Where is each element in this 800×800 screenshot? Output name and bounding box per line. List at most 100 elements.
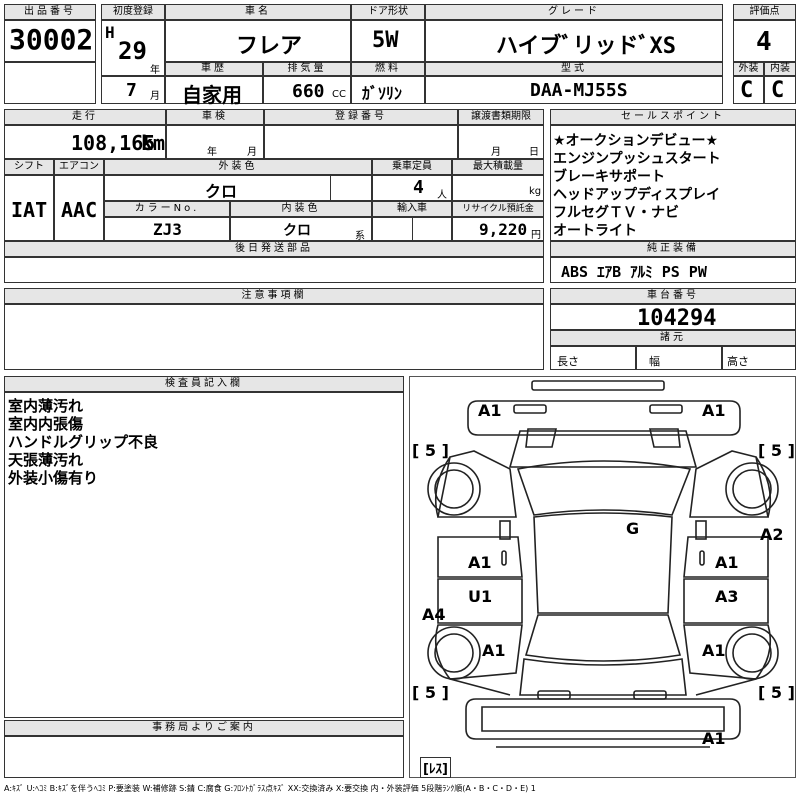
- capacity-cell: 4 人: [372, 175, 452, 201]
- color-no: ZJ3: [153, 220, 182, 239]
- first-reg-label: 初度登録: [101, 4, 165, 20]
- inspector-line: 外装小傷有り: [8, 469, 99, 487]
- damage-diagram: A1 A1 [ 5 ] [ 5 ] G A2 A1 A1 U1 A3 A4 A1…: [409, 376, 796, 778]
- parts-cell: [4, 257, 544, 283]
- ext-label: 外装: [733, 62, 764, 76]
- sales-point: エンジンプッシュスタート: [553, 151, 721, 167]
- mark-front-left: A1: [478, 401, 502, 420]
- transfer-month-unit: 月: [491, 147, 501, 158]
- sales-point: オートライト: [553, 223, 637, 239]
- first-reg-cell: H 29 年: [101, 20, 165, 76]
- mileage: 108,165: [71, 131, 156, 155]
- door-label: ドア形状: [351, 4, 425, 20]
- inspector-box: 室内薄汚れ 室内内張傷 ハンドルグリップ不良 天張薄汚れ 外装小傷有り: [4, 392, 404, 718]
- displacement-cell: 660 CC: [263, 76, 351, 104]
- history-label: 車歴: [165, 62, 263, 76]
- inspector-line: ハンドルグリップ不良: [8, 433, 159, 451]
- mark-roof: G: [626, 519, 640, 538]
- car-name: フレア: [236, 34, 303, 59]
- mark-front-right: A1: [702, 401, 726, 420]
- cc-unit: CC: [332, 89, 346, 100]
- ext-color-label: 外装色: [104, 159, 372, 175]
- ac-label: エアコン: [54, 159, 104, 175]
- model: DAA-MJ55S: [530, 80, 628, 101]
- mark-rear-bumper: A1: [702, 729, 726, 748]
- ac-cell: AAC: [54, 175, 104, 241]
- import-label: 輸入車: [372, 201, 452, 217]
- chassis-cell: 104294: [550, 304, 796, 331]
- lot-number: 30002: [9, 23, 94, 56]
- car-name-cell: フレア: [165, 20, 351, 62]
- shift: IAT: [11, 198, 48, 222]
- month-unit: 月: [150, 91, 160, 102]
- mileage-label: 走行: [4, 109, 166, 125]
- car-name-label: 車名: [165, 4, 351, 20]
- fuel-label: 燃料: [351, 62, 425, 76]
- ext-score-cell: C: [733, 76, 764, 104]
- mark-left-rear-quarter: A1: [482, 641, 506, 660]
- inspector-line: 室内内張傷: [8, 415, 84, 433]
- office-box: [4, 736, 404, 778]
- score-cell: 4: [733, 20, 796, 62]
- height-cell: 高さ: [722, 346, 796, 370]
- reg-month-cell: 7 月: [101, 76, 165, 104]
- parts-label: 後日発送部品: [4, 241, 544, 257]
- sales-point: ブレーキサポート: [553, 169, 665, 185]
- color-no-label: カラーNo.: [104, 201, 230, 217]
- inspection-cell: 年 月: [166, 125, 264, 159]
- mark-left-rear-door: U1: [468, 587, 493, 606]
- capacity-label: 乗車定員: [372, 159, 452, 175]
- lot-number-cell: 30002: [4, 20, 96, 62]
- int-label: 内装: [764, 62, 796, 76]
- mark-left-front-door: A1: [468, 553, 492, 572]
- reg-year: 29: [118, 37, 147, 65]
- person-unit: 人: [437, 190, 447, 201]
- sales-point: フルセグＴＶ・ナビ: [553, 205, 679, 221]
- era: H: [105, 23, 115, 42]
- import-divider: [412, 217, 413, 241]
- ext-color-cell: クロ: [104, 175, 372, 201]
- notes-cell: [4, 304, 544, 370]
- transfer-cell: 月 日: [458, 125, 544, 159]
- sales-points-label: セールスポイント: [550, 109, 796, 125]
- inspector-label: 検査員記入欄: [4, 376, 404, 392]
- grade: ハイブﾞリッドﾞXS: [496, 34, 677, 59]
- int-score: C: [771, 78, 785, 103]
- notes-label: 注意事項欄: [4, 288, 544, 304]
- equipment-label: 純正装備: [550, 241, 796, 257]
- score: 4: [756, 27, 772, 57]
- equipment-cell: ABS ｴｱB ｱﾙﾐ PS PW: [550, 257, 796, 283]
- door-cell: 5W: [351, 20, 425, 62]
- mark-tire-front-left: [ 5 ]: [412, 441, 449, 460]
- shift-cell: IAT: [4, 175, 54, 241]
- displacement: 660: [292, 81, 325, 102]
- chassis-label: 車台番号: [550, 288, 796, 304]
- km-unit: km: [141, 131, 166, 155]
- inspection-label: 車検: [166, 109, 264, 125]
- history-cell: 自家用: [165, 76, 263, 107]
- sales-points-box: ★オークションデビュー★ エンジンプッシュスタート ブレーキサポート ヘッドアッ…: [550, 125, 796, 241]
- int-color: クロ: [283, 223, 311, 239]
- fuel-cell: ｶﾞｿﾘﾝ: [351, 76, 425, 104]
- inspector-line: 室内薄汚れ: [8, 397, 84, 415]
- reg-month: 7: [126, 80, 137, 101]
- ext-color-divider: [330, 175, 331, 201]
- max-load-label: 最大積載量: [452, 159, 544, 175]
- width-label: 幅: [649, 355, 660, 368]
- int-score-cell: C: [764, 76, 796, 104]
- car-outline-diagram: [427, 380, 779, 748]
- spec-label: 諸元: [550, 330, 796, 346]
- history: 自家用: [182, 83, 242, 107]
- int-color-label: 内装色: [230, 201, 372, 217]
- transfer-day-unit: 日: [529, 147, 539, 158]
- legend: A:ｷｽﾞ U:ﾍｺﾐ B:ｷｽﾞを伴うﾍｺﾐ P:要塗装 W:補修跡 S:錆 …: [4, 784, 536, 793]
- recycle-cell: 9,220 円: [452, 217, 544, 241]
- model-label: 型式: [425, 62, 723, 76]
- insp-year-unit: 年: [207, 147, 217, 158]
- mark-left-sill: A4: [422, 605, 446, 624]
- max-load-cell: kg: [452, 175, 544, 201]
- mileage-cell: 108,165 km: [4, 125, 166, 159]
- ac: AAC: [61, 198, 98, 222]
- mark-tire-front-right: [ 5 ]: [758, 441, 795, 460]
- kei-unit: 系: [355, 231, 365, 242]
